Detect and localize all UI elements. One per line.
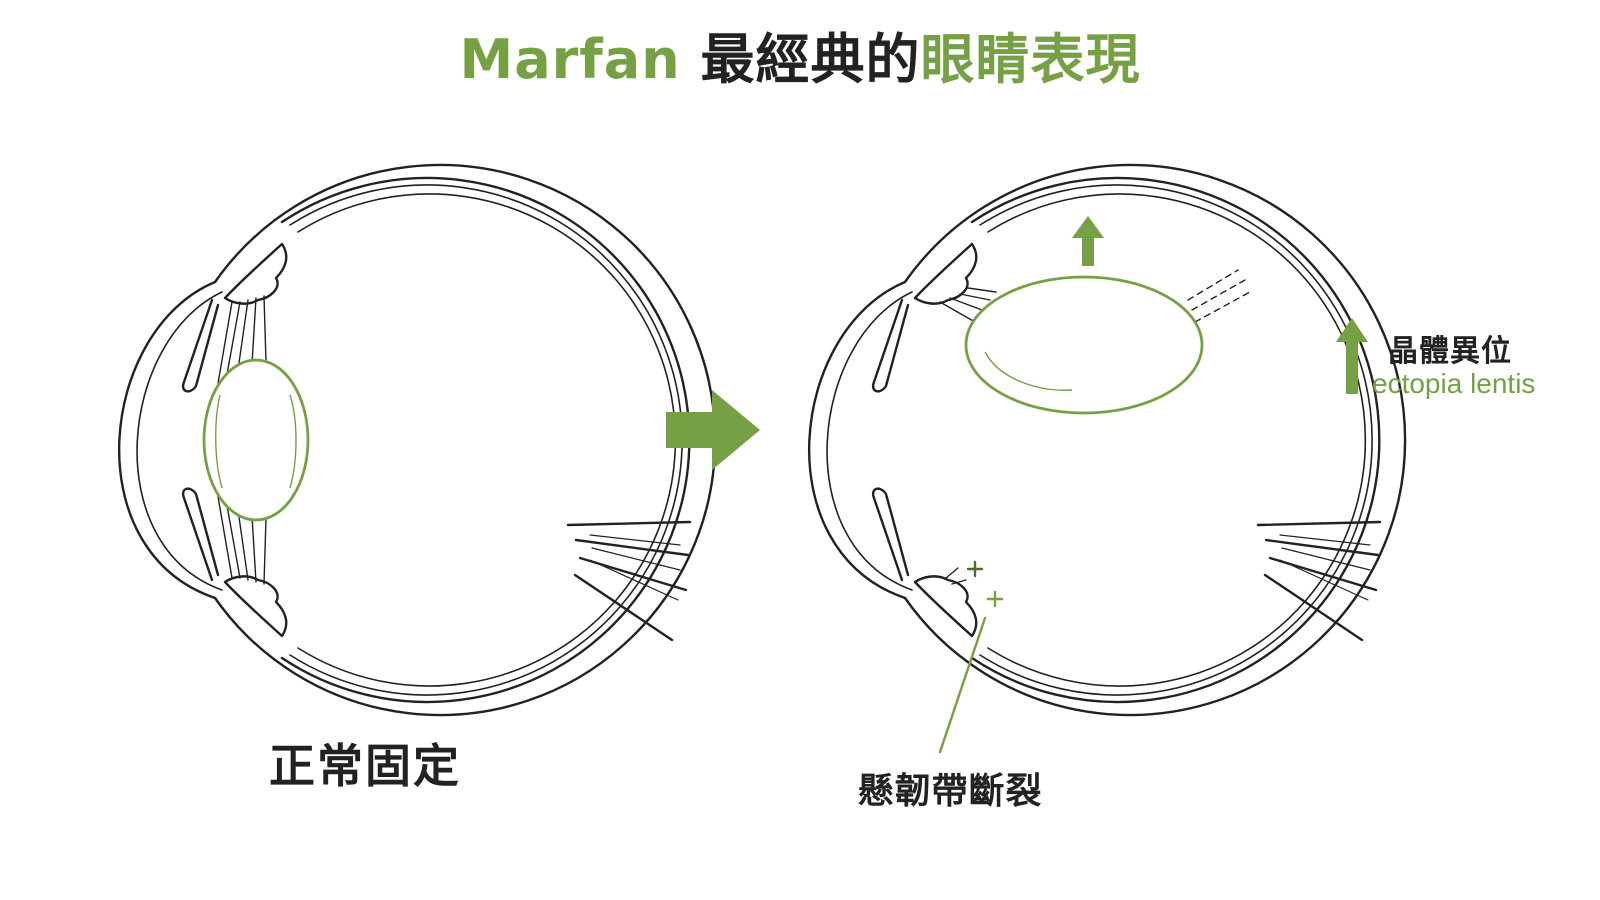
retina-left xyxy=(289,184,683,696)
ciliary-body-lower-right xyxy=(913,575,978,638)
zonules-broken-right xyxy=(945,567,967,585)
lens-highlight-left xyxy=(215,394,223,489)
iris-lower-left xyxy=(181,487,220,582)
label-zonule-rupture: 懸韌帶斷裂 xyxy=(857,771,1043,812)
cornea-inner-right xyxy=(826,291,913,591)
cornea-outer-left xyxy=(117,280,217,600)
retina-right xyxy=(979,184,1373,696)
cornea-inner-left xyxy=(136,291,223,591)
sclera-inner-left xyxy=(280,176,691,704)
optic-nerve-left xyxy=(566,520,692,642)
ciliary-body-upper-left xyxy=(223,242,288,305)
lens-displaced xyxy=(964,275,1204,415)
title-classic: 最經典的 xyxy=(680,28,921,91)
iris-lower-right xyxy=(871,487,910,582)
iris-upper-right xyxy=(871,298,910,393)
label-ectopia-chinese: 晶體異位 xyxy=(1388,334,1512,369)
sclera-inner-right xyxy=(970,176,1381,704)
rupture-markers xyxy=(966,560,1004,608)
label-normal-fixation: 正常固定 xyxy=(269,739,461,793)
marfan-eye xyxy=(807,163,1407,717)
choroid-right xyxy=(987,193,1367,687)
zonules-dashed-right xyxy=(1187,269,1251,323)
title-eye-manifestation: 眼睛表現 xyxy=(920,28,1141,91)
zonule-pointer-line xyxy=(938,616,987,754)
sclera-outer-right xyxy=(903,163,1407,717)
label-ectopia-english: ectopia lentis xyxy=(1372,368,1536,399)
ciliary-body-upper-right xyxy=(913,242,978,305)
cornea-outer-right xyxy=(807,280,907,600)
page-title: Marfan 最經典的眼睛表現 xyxy=(0,30,1600,89)
zonules-stretched-right xyxy=(939,287,997,323)
lens-displaced-highlight xyxy=(984,351,1073,391)
lens-highlight-right xyxy=(289,394,297,489)
transition-arrow xyxy=(666,390,760,470)
choroid-left xyxy=(297,193,677,687)
title-marfan: Marfan xyxy=(459,28,681,91)
lens-normal xyxy=(202,358,310,522)
ectopia-arrow xyxy=(1336,318,1368,394)
optic-nerve-right xyxy=(1256,520,1382,642)
ciliary-body-lower-left xyxy=(223,575,288,638)
zonules-left xyxy=(215,295,267,585)
iris-upper-left xyxy=(181,298,220,393)
lens-shift-arrow xyxy=(1072,216,1104,266)
